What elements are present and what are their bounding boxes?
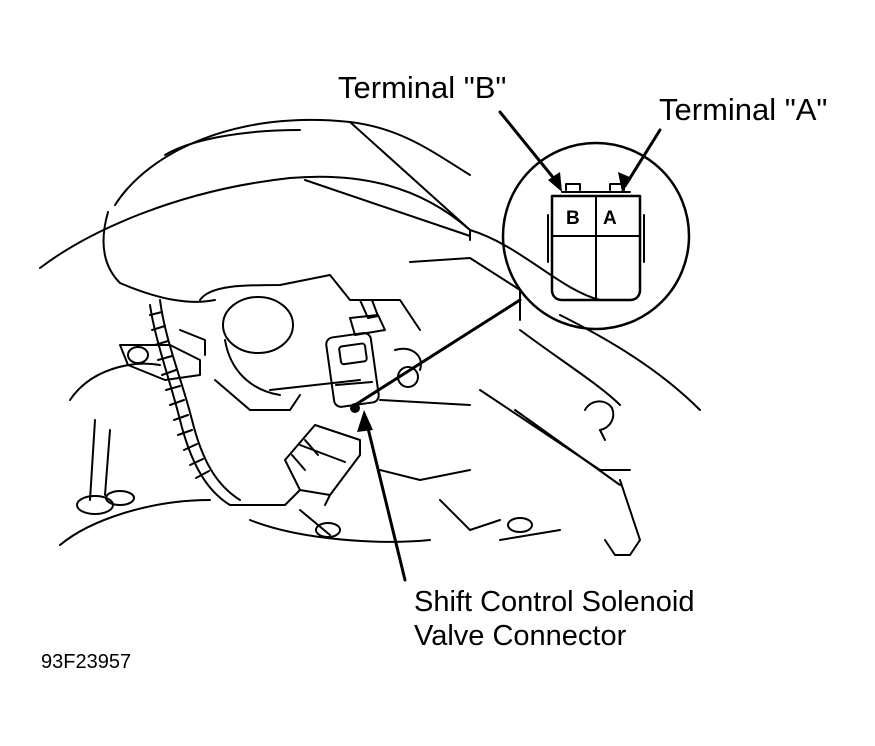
connector-label-line1: Shift Control Solenoid [414, 586, 695, 618]
harness-bracket [119, 329, 206, 381]
arrow-connector [364, 418, 407, 582]
connector-label-line2: Valve Connector [414, 620, 627, 652]
pin-a-label: A [603, 208, 617, 229]
leader-arrows [364, 110, 662, 582]
arrowhead-b [548, 172, 562, 192]
terminal-a-label: Terminal "A" [659, 92, 828, 127]
arrowhead-a [618, 172, 632, 192]
terminal-b-label: Terminal "B" [338, 70, 507, 105]
terminal-inset [353, 141, 691, 407]
arrow-terminal-b [498, 110, 562, 188]
wiring-harness [149, 299, 301, 506]
arrowhead-connector [357, 410, 373, 432]
right-housing [409, 257, 701, 556]
arrow-terminal-a [623, 128, 662, 188]
lower-body [59, 362, 561, 546]
pin-b-label: B [566, 208, 580, 229]
solenoid-connector [325, 299, 386, 413]
figure-id: 93F23957 [41, 651, 132, 673]
mating-plug [284, 424, 361, 506]
valve-body [199, 274, 471, 411]
transmission-housing [39, 118, 601, 303]
arrow-heads [357, 172, 632, 432]
